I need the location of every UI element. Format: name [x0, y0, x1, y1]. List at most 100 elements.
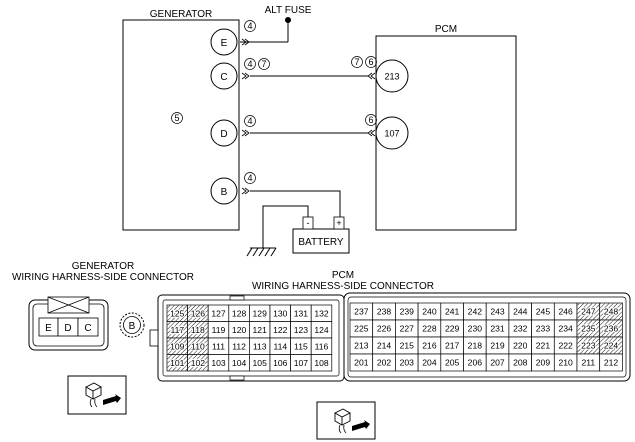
battery: - + BATTERY — [292, 216, 350, 254]
pin-244: 244 — [508, 302, 532, 321]
gen-connector-title-2: WIRING HARNESS-SIDE CONNECTOR — [12, 272, 194, 283]
pin-211: 211 — [576, 353, 601, 372]
pin-label-243: 243 — [490, 307, 505, 317]
pin-229: 229 — [440, 319, 464, 338]
pin-label-102: 102 — [191, 358, 206, 368]
pin-label-123: 123 — [294, 325, 309, 335]
pin-113: 113 — [249, 337, 271, 355]
pin-label-209: 209 — [536, 358, 551, 368]
pin-235: 235 — [576, 319, 601, 338]
pin-202: 202 — [372, 353, 396, 372]
pin-219: 219 — [485, 336, 510, 355]
pin-label-205: 205 — [445, 358, 460, 368]
pin-210: 210 — [553, 353, 578, 372]
pin-label-222: 222 — [558, 341, 573, 351]
pin-222: 222 — [553, 336, 578, 355]
pin-206: 206 — [463, 353, 487, 372]
gen-pin-e: E — [45, 323, 52, 334]
pin-209: 209 — [531, 353, 555, 372]
pin-label-236: 236 — [604, 324, 619, 334]
generator-note-circle — [171, 112, 183, 124]
pin-236: 236 — [599, 319, 623, 338]
pin-241: 241 — [440, 302, 464, 321]
pcm-terminal-213-mark-2: 6 — [368, 57, 373, 67]
pin-label-215: 215 — [400, 341, 415, 351]
pin-203: 203 — [395, 353, 419, 372]
pin-label-118: 118 — [191, 325, 205, 335]
pin-label-124: 124 — [314, 325, 329, 335]
pin-label-113: 113 — [253, 341, 267, 351]
pcm-connector-title-2: WIRING HARNESS-SIDE CONNECTOR — [252, 281, 434, 292]
pin-label-120: 120 — [232, 325, 247, 335]
pin-label-228: 228 — [422, 324, 437, 334]
pin-label-202: 202 — [377, 358, 392, 368]
pin-label-213: 213 — [354, 341, 369, 351]
pcm-view-direction-icon — [316, 401, 376, 440]
pin-label-111: 111 — [212, 341, 225, 351]
generator-label: GENERATOR — [150, 9, 212, 20]
pin-label-104: 104 — [232, 358, 247, 368]
pin-130: 130 — [269, 304, 291, 322]
pin-label-235: 235 — [581, 324, 596, 334]
pin-label-212: 212 — [604, 358, 619, 368]
pin-115: 115 — [290, 337, 312, 355]
pin-label-127: 127 — [211, 308, 226, 318]
pin-label-225: 225 — [354, 324, 369, 334]
pin-245: 245 — [531, 302, 555, 321]
pin-label-245: 245 — [536, 307, 551, 317]
pcm-terminal-213-mark-1: 7 — [354, 57, 359, 67]
pin-224: 224 — [599, 336, 623, 355]
pin-216: 216 — [417, 336, 442, 355]
battery-label: BATTERY — [298, 237, 344, 248]
pin-label-107: 107 — [294, 358, 309, 368]
pin-234: 234 — [553, 319, 578, 338]
ground-symbol — [246, 247, 277, 257]
pin-118: 118 — [187, 321, 209, 339]
pin-221: 221 — [531, 336, 555, 355]
pin-label-229: 229 — [445, 324, 460, 334]
pin-label-129: 129 — [253, 308, 268, 318]
pin-label-221: 221 — [536, 341, 551, 351]
pin-label-244: 244 — [513, 307, 528, 317]
pin-label-220: 220 — [513, 341, 528, 351]
pin-233: 233 — [531, 319, 555, 338]
pin-240: 240 — [417, 302, 442, 321]
gen-terminal-b-side-label: B — [129, 321, 136, 332]
pin-112: 112 — [228, 337, 250, 355]
pin-label-210: 210 — [558, 358, 573, 368]
pin-label-219: 219 — [490, 341, 505, 351]
pin-230: 230 — [463, 319, 487, 338]
alt-fuse-label: ALT FUSE — [265, 5, 312, 16]
pin-227: 227 — [395, 319, 419, 338]
pcm-connector-title-1: PCM — [332, 270, 354, 281]
ground-wire — [262, 205, 309, 248]
pin-132: 132 — [310, 304, 333, 322]
pin-label-130: 130 — [273, 308, 288, 318]
pin-104: 104 — [228, 354, 250, 372]
pin-107: 107 — [290, 354, 312, 372]
pin-108: 108 — [310, 354, 333, 372]
pin-123: 123 — [290, 321, 312, 339]
pin-213: 213 — [349, 336, 374, 355]
pin-label-101: 101 — [170, 358, 185, 368]
pin-label-103: 103 — [211, 358, 226, 368]
pin-215: 215 — [395, 336, 419, 355]
pin-label-211: 211 — [581, 358, 595, 368]
pin-131: 131 — [290, 304, 312, 322]
pin-label-233: 233 — [536, 324, 551, 334]
pin-label-116: 116 — [315, 341, 329, 351]
pin-102: 102 — [187, 354, 209, 372]
pin-114: 114 — [269, 337, 291, 355]
gen-terminal-d-mark: 4 — [247, 116, 252, 126]
pin-124: 124 — [310, 321, 333, 339]
schematic: GENERATOR 5 PCM ALT FUSE E 4 C 4 7 — [122, 5, 517, 257]
pin-label-204: 204 — [422, 358, 437, 368]
pin-248: 248 — [599, 302, 623, 321]
gen-connector-title-1: GENERATOR — [72, 261, 134, 272]
pin-117: 117 — [166, 321, 188, 339]
pin-label-115: 115 — [294, 341, 308, 351]
gen-terminal-b-mark: 4 — [247, 173, 252, 183]
